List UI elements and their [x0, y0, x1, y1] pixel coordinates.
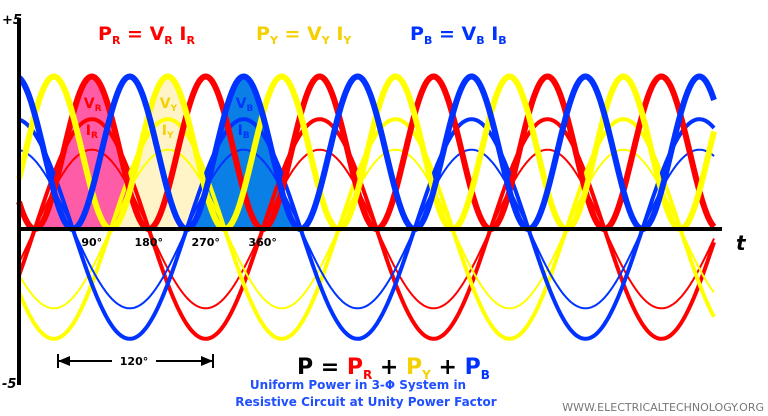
caption-line-2: Resistive Circuit at Unity Power Factor — [235, 395, 496, 409]
power-wave-b — [17, 73, 717, 232]
waveforms — [16, 73, 717, 341]
current-wave-b — [18, 148, 715, 310]
caption-line-1: Uniform Power in 3-Φ System in — [250, 378, 466, 392]
power-wave-y — [16, 73, 717, 232]
power-wave-r — [16, 73, 717, 232]
tick-label-180: 180° — [135, 236, 163, 249]
tick-label-270: 270° — [191, 236, 219, 249]
separation-label: 120° — [120, 355, 148, 368]
power-fill-areas — [34, 76, 301, 229]
degree-ticks: 90° 180° 270° 360° — [81, 236, 277, 249]
power-equation-b: PB = VB IB — [410, 23, 507, 47]
phase-power-equations: PR = VR IR PY = VY IY PB = VB IB — [98, 23, 507, 47]
power-equation-y: PY = VY IY — [256, 23, 352, 47]
t-axis-label: t — [736, 231, 747, 255]
total-power-text: P = PR + PY + PB — [297, 355, 490, 382]
power-fill-b — [186, 76, 301, 229]
tick-label-360: 360° — [248, 236, 276, 249]
power-fill-r — [34, 76, 149, 229]
y-bottom-label: -5 — [2, 377, 16, 392]
power-equation-r: PR = VR IR — [98, 23, 195, 47]
voltage-wave-r — [17, 117, 716, 341]
total-power-equation: P = PR + PY + PB — [297, 355, 490, 382]
voltage-wave-b — [18, 117, 716, 341]
tick-label-90: 90° — [81, 236, 102, 249]
y-top-label: +5 — [2, 13, 22, 28]
phase-separation-marker: 120° — [57, 353, 214, 369]
power-fill-y — [110, 76, 225, 229]
watermark: WWW.ELECTRICALTECHNOLOGY.ORG — [562, 401, 764, 414]
